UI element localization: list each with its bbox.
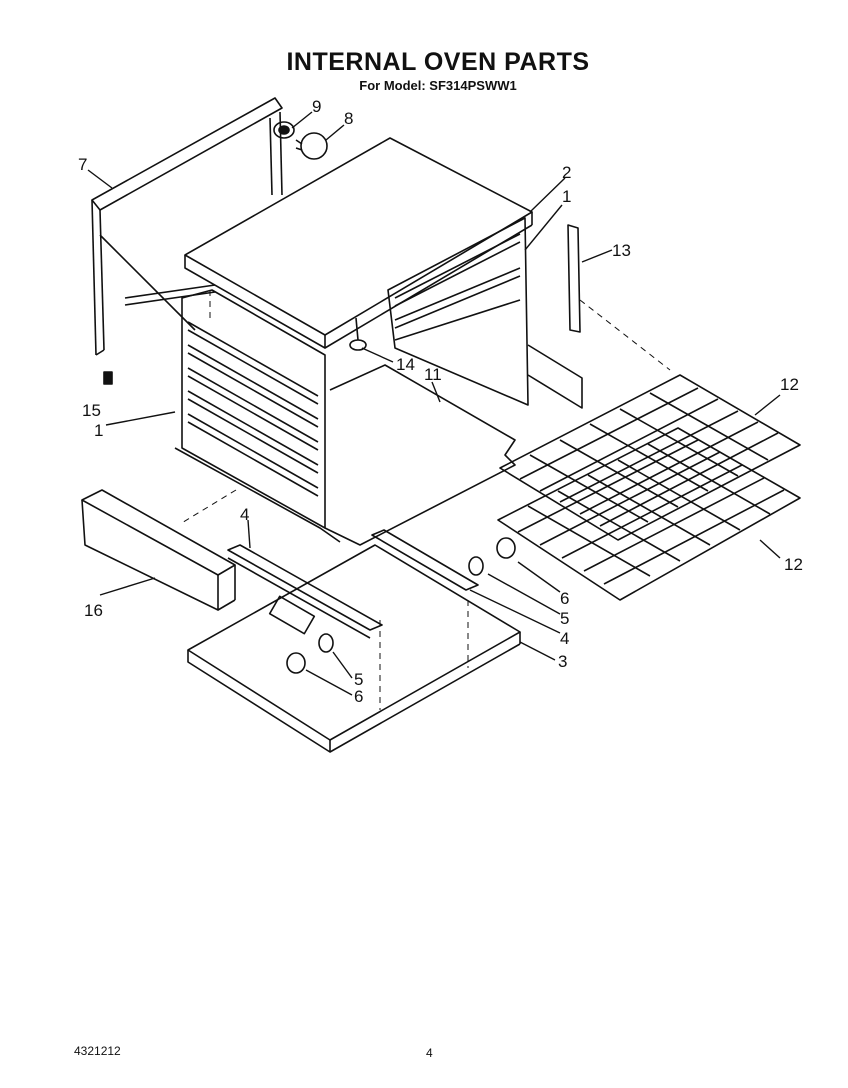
callout-2: 2 [562,163,571,182]
callout-15: 15 [82,401,101,420]
left-side-liner-part-1 [174,289,341,543]
fastener-part-15 [103,371,113,385]
callout-7: 7 [78,155,87,174]
bushing-part-5-right [468,556,484,576]
callout-1-left: 1 [94,421,103,440]
callout-12-lower: 12 [784,555,803,574]
clip-part-14 [349,317,367,351]
leader-lines [87,111,781,696]
bushing-part-5-left [318,633,334,653]
callout-8: 8 [344,109,353,128]
oven-liner-top-part-2 [184,137,533,349]
callout-16: 16 [84,601,103,620]
page-number: 4 [426,1046,433,1060]
callout-6-left: 6 [354,687,363,706]
right-side-liner-part-1 [387,217,583,409]
callout-9: 9 [312,97,321,116]
callout-1-right: 1 [562,187,571,206]
callout-3: 3 [558,652,567,671]
callout-11: 11 [424,365,442,384]
knob-part-6-left [286,652,306,674]
knob-part-6-right [496,537,516,559]
oven-rack-lower-part-12 [497,427,801,601]
callout-6-right: 6 [560,589,569,608]
oven-rack-upper-part-12 [499,374,801,541]
front-trim-part-16 [81,489,236,611]
page-title: INTERNAL OVEN PARTS [286,48,590,76]
callout-4-top: 4 [240,505,249,524]
callout-14: 14 [396,355,415,374]
burner-support-part-4-left [227,544,383,639]
callout-labels: 7 9 8 2 1 13 14 11 12 15 1 4 12 6 5 16 4… [78,97,803,706]
alignment-dashes [179,290,671,710]
model-subtitle: For Model: SF314PSWW1 [359,78,517,93]
callout-4-right: 4 [560,629,569,648]
oven-bottom-liner-part-11 [324,364,516,546]
burner-support-part-4-right [371,529,479,591]
callout-5-right: 5 [560,609,569,628]
callout-13: 13 [612,241,631,260]
callout-5-left: 5 [354,670,363,689]
lamp-socket-part-9 [273,121,295,139]
rear-panel-part-7 [91,97,283,356]
callout-12-upper: 12 [780,375,799,394]
oven-bottom-panel-part-3 [187,544,521,753]
light-bulb-part-8 [295,132,328,160]
document-number: 4321212 [74,1044,121,1058]
support-strip-part-13 [567,224,581,333]
